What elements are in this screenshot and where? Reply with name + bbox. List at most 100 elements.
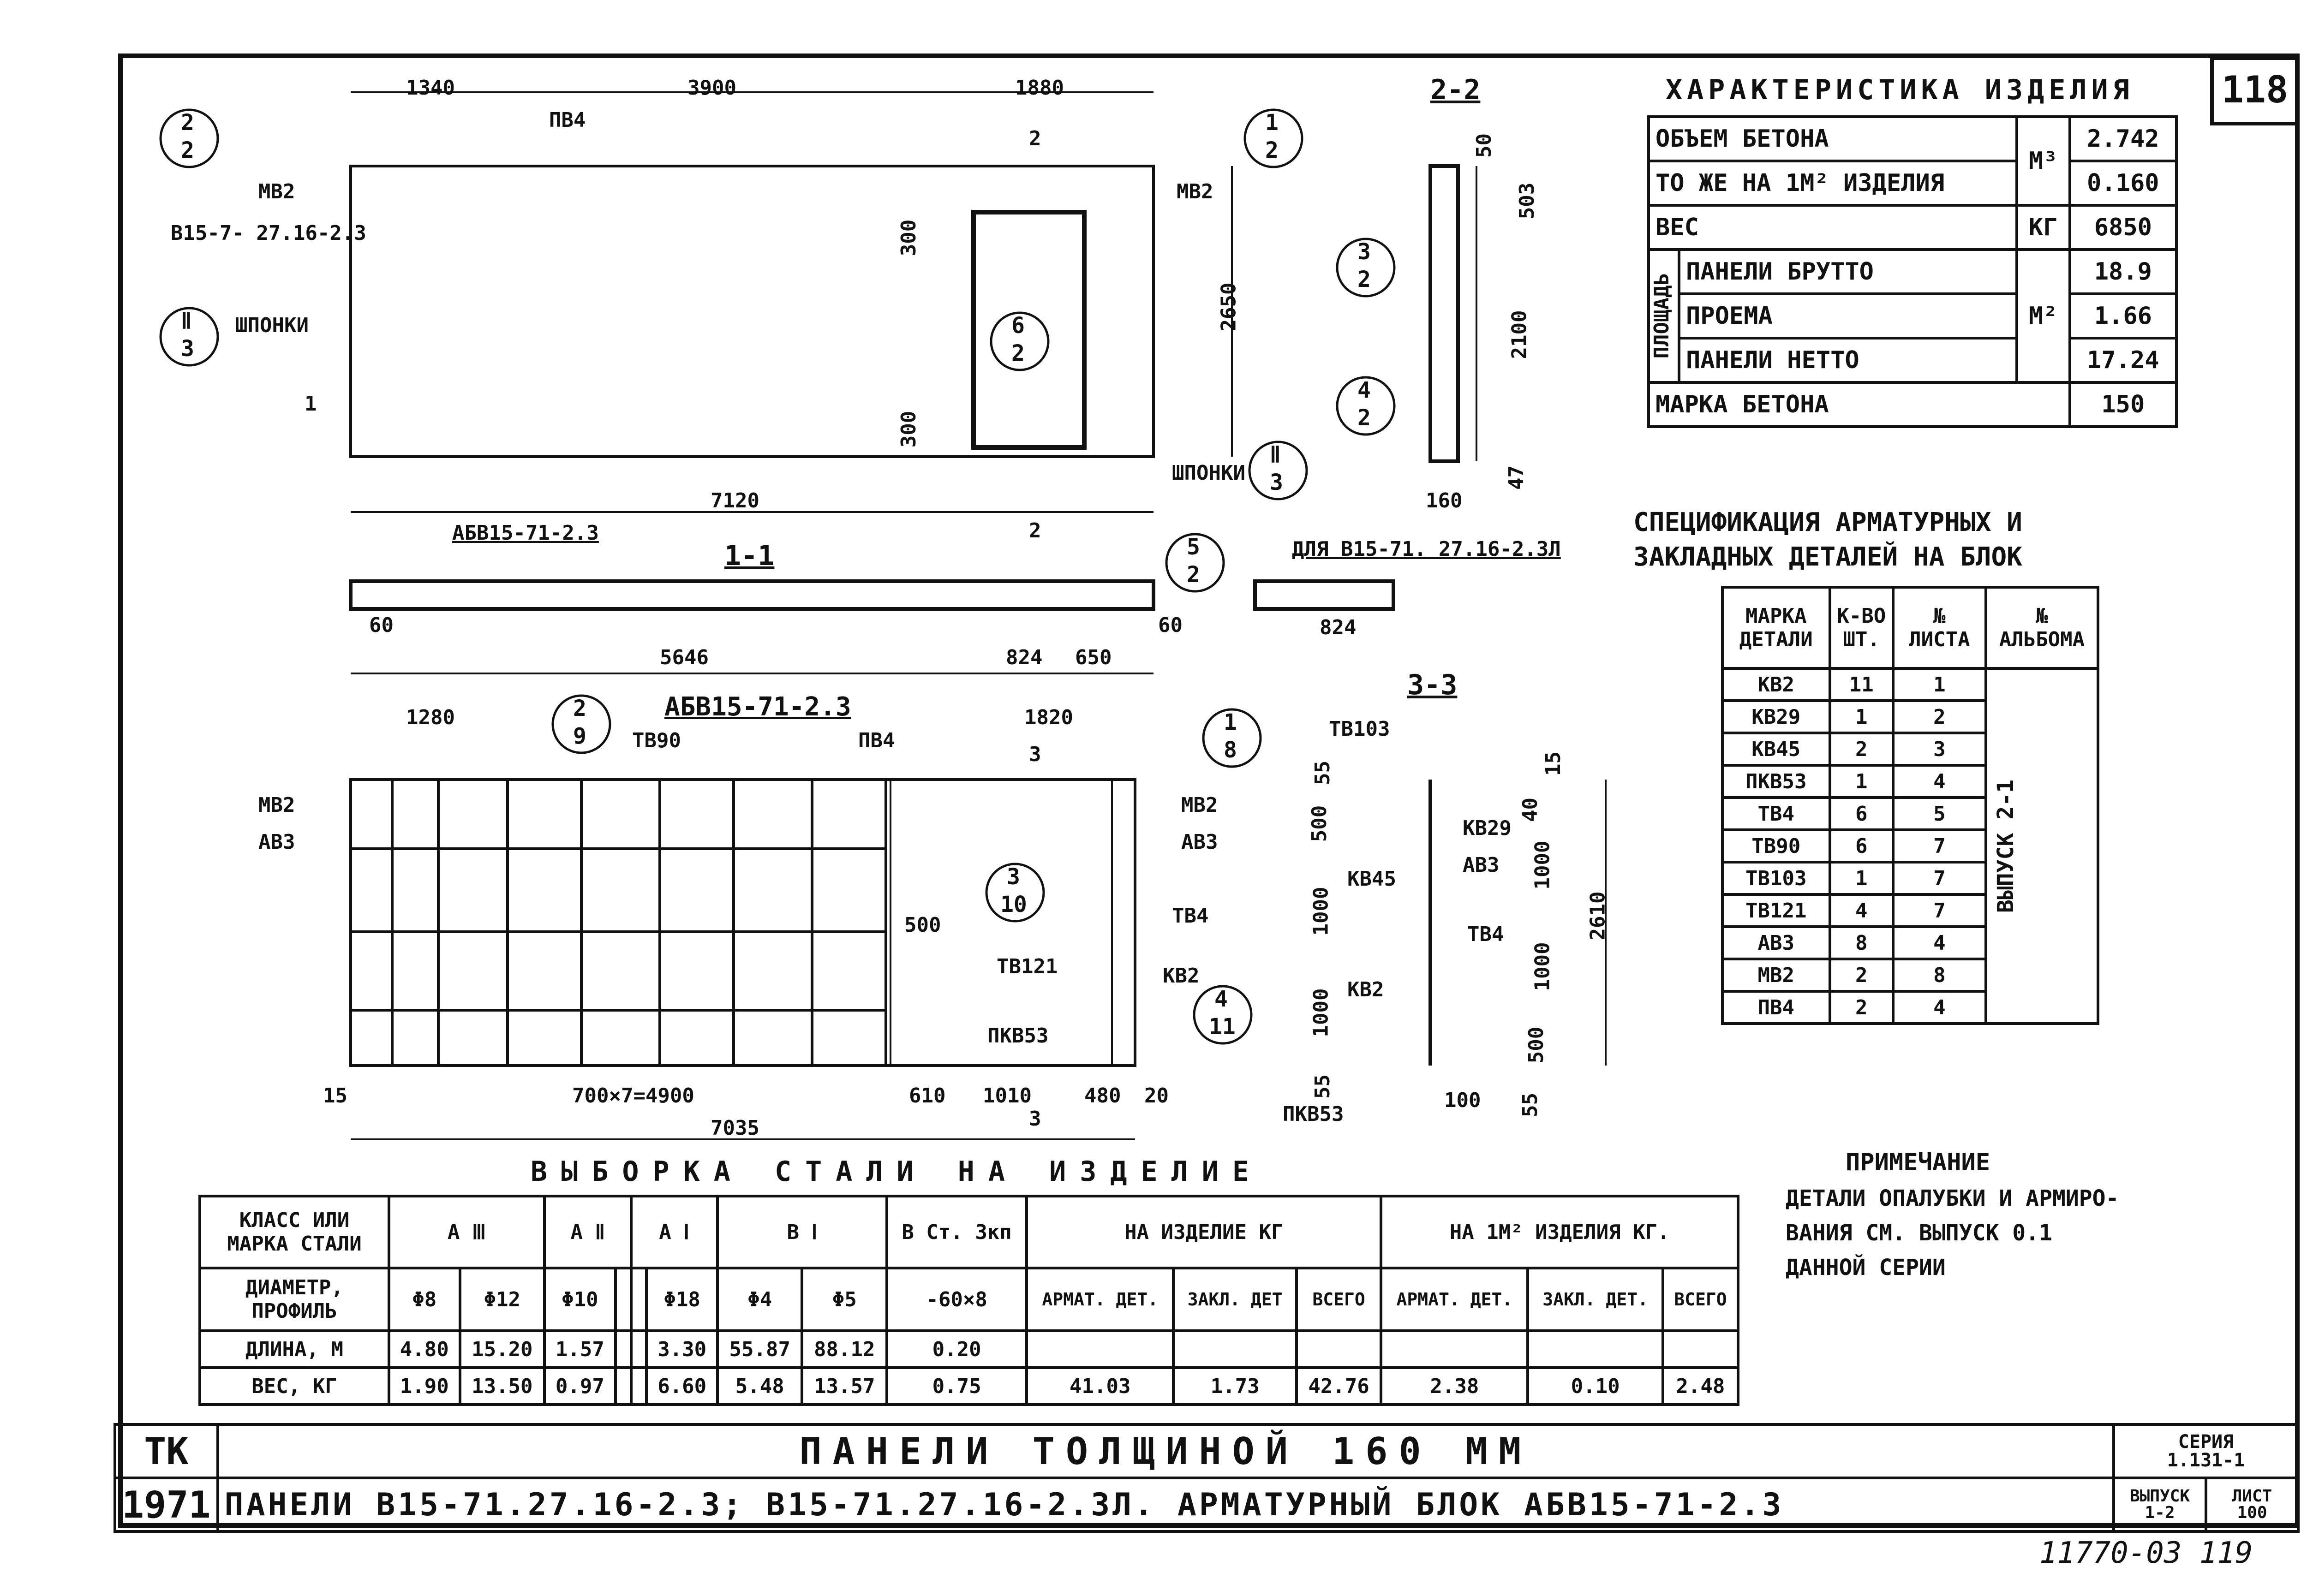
dim-47: 47 [1504, 465, 1528, 490]
bubble-ii-3-left-top: Ⅱ [181, 308, 192, 334]
dim-300-top: 300 [897, 219, 921, 256]
steel-weight: 41.03 [1025, 1366, 1175, 1406]
dim-7120: 7120 [711, 489, 759, 512]
char-value-weight: 6850 [2068, 204, 2178, 251]
label-kv2-section: КВ2 [1347, 978, 1384, 1001]
dim-500: 500 [904, 913, 941, 937]
area-group-label: ПЛОЩАДЬ [1650, 273, 1673, 359]
label-for-l: ДЛЯ В15-71. 27.16-2.3Л [1292, 537, 1561, 561]
label-av3-right: АВ3 [1181, 830, 1218, 854]
steel-diam: Φ18 [645, 1267, 719, 1332]
dim-1820: 1820 [1024, 706, 1073, 729]
char-label-gross: ПАНЕЛИ БРУТТО [1678, 248, 2018, 295]
table-row: 1971 ПАНЕЛИ В15-71.27.16-2.3; В15-71.27.… [114, 1477, 2300, 1533]
spec-qty: 1 [1828, 699, 1895, 734]
label-tv121: ТВ121 [997, 955, 1058, 978]
table-row: ВЕС КГ 6850 [1647, 204, 2178, 251]
steel-weight [614, 1366, 633, 1406]
char-unit-m2: М² [2015, 248, 2071, 384]
sheet-number: 118 [2210, 56, 2300, 125]
dim-15: 15 [323, 1084, 347, 1108]
bubble-6-2-bottom: 2 [1011, 340, 1025, 366]
steel-sub-header: ЗАКЛ. ДЕТ. [1526, 1267, 1664, 1332]
dim-650: 650 [1075, 646, 1112, 669]
dim-40: 40 [1518, 798, 1542, 822]
spec-qty: 11 [1828, 667, 1895, 702]
dim-2650: 2650 [1217, 282, 1241, 332]
steel-weight: 1.90 [388, 1366, 461, 1406]
spec-qty: 4 [1828, 893, 1895, 928]
sheet-label: ЛИСТ [2232, 1487, 2272, 1506]
steel-diam: Φ4 [716, 1267, 804, 1332]
steel-length [1172, 1329, 1298, 1369]
table-row: КВ2 11 1 ВЫПУСК 2-1 [1721, 667, 2100, 1025]
spec-title-line1: СПЕЦИФИКАЦИЯ АРМАТУРНЫХ И [1633, 507, 2022, 537]
bubble-5-2-bottom: 2 [1187, 562, 1200, 588]
bubble-4-11-top: 4 [1214, 986, 1228, 1012]
dim-1000-right-a: 1000 [1530, 840, 1554, 890]
spec-sheet: 8 [1891, 958, 1987, 993]
title-block: ТК ПАНЕЛИ ТОЛЩИНОЙ 160 ММ СЕРИЯ 1.131-1 … [114, 1423, 2300, 1533]
cut-mark-2b: 2 [1029, 519, 1041, 542]
label-av3-section: АВ3 [1463, 853, 1500, 877]
spec-sheet: 3 [1891, 732, 1987, 767]
spec-qty: 1 [1828, 861, 1895, 896]
dim-15-right: 15 [1541, 751, 1565, 776]
dim-60-right: 60 [1158, 613, 1183, 637]
steel-diam [629, 1267, 648, 1332]
rebar-grid [351, 779, 1113, 1066]
note-title: ПРИМЕЧАНИЕ [1846, 1149, 1990, 1176]
sheet-value: 100 [2237, 1503, 2267, 1522]
spec-sheet: 7 [1891, 861, 1987, 896]
dim-7035: 7035 [711, 1116, 759, 1140]
char-value-grade: 150 [2068, 381, 2178, 428]
bubble-5-2-top: 5 [1187, 534, 1200, 560]
title-block-title1: ПАНЕЛИ ТОЛЩИНОЙ 160 ММ [216, 1423, 2116, 1479]
bubble-3-10-top: 3 [1007, 864, 1020, 890]
label-shponki-right: ШПОНКИ [1172, 461, 1245, 485]
steel-diam [614, 1267, 633, 1332]
bubble-ii-3-left-bottom: 3 [181, 336, 194, 362]
spec-sheet: 7 [1891, 893, 1987, 928]
steel-length: 1.57 [543, 1329, 617, 1369]
table-row: ПАНЕЛИ НЕТТО 17.24 [1649, 337, 2178, 384]
label-pv4-block: ПВ4 [858, 729, 895, 752]
spec-mark: ТВ121 [1721, 893, 1831, 928]
label-tv90: ТВ90 [632, 729, 681, 752]
note-line-1: ДЕТАЛИ ОПАЛУБКИ И АРМИРО- [1786, 1185, 2119, 1211]
spec-mark: ПВ4 [1721, 990, 1831, 1025]
steel-length-label: ДЛИНА, М [198, 1329, 390, 1369]
issue-value: 1-2 [2145, 1503, 2175, 1522]
bubble-4-2-top: 4 [1357, 377, 1371, 403]
table-row: ТК ПАНЕЛИ ТОЛЩИНОЙ 160 ММ СЕРИЯ 1.131-1 [114, 1423, 2300, 1479]
dim-1010: 1010 [983, 1084, 1032, 1108]
steel-weight: 13.57 [801, 1366, 888, 1406]
spec-sheet: 5 [1891, 796, 1987, 831]
spec-qty: 2 [1828, 958, 1895, 993]
steel-per-m2: НА 1М² ИЗДЕЛИЯ КГ. [1380, 1195, 1739, 1269]
characteristics-title: ХАРАКТЕРИСТИКА ИЗДЕЛИЯ [1666, 74, 2134, 106]
dim-1000-left-b: 1000 [1309, 988, 1333, 1037]
table-row: ПЛОЩАДЬ ПАНЕЛИ БРУТТО М² 18.9 [1647, 248, 2178, 384]
steel-length: 4.80 [388, 1329, 461, 1369]
title-block-org: ТК [114, 1423, 219, 1479]
steel-length: 88.12 [801, 1329, 888, 1369]
steel-weight: 1.73 [1172, 1366, 1298, 1406]
label-pkv53: ПКВ53 [987, 1024, 1049, 1048]
steel-class-vst3: В Ст. 3кп [885, 1195, 1028, 1269]
dim-2100: 2100 [1507, 310, 1531, 359]
steel-sub-header: ВСЕГО [1661, 1267, 1740, 1332]
steel-length: 3.30 [645, 1329, 719, 1369]
title-block-series: СЕРИЯ 1.131-1 [2112, 1423, 2300, 1479]
panel-elevation-outline [349, 165, 1155, 458]
label-mv2-block-left: МВ2 [258, 793, 295, 817]
section-1-1-title: 1-1 [724, 540, 775, 572]
spec-sheet: 2 [1891, 699, 1987, 734]
char-value-gross: 18.9 [2068, 248, 2178, 295]
steel-class-a3: А Ⅲ [387, 1195, 546, 1269]
bubble-6-2-top: 6 [1011, 313, 1025, 339]
label-kv29: КВ29 [1463, 816, 1512, 840]
